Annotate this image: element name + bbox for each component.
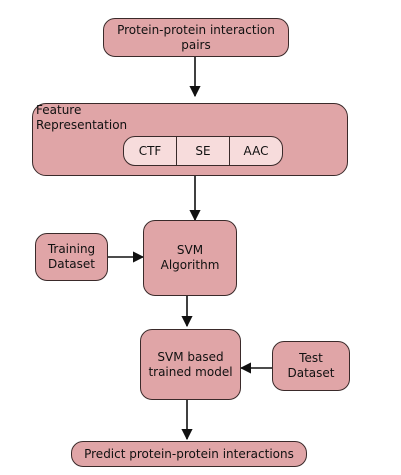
feature-types-row: CTF SE AAC [123, 136, 283, 166]
feature-se: SE [177, 137, 230, 165]
training-dataset-node: Training Dataset [35, 233, 108, 281]
feature-representation-label: Feature Representation [36, 103, 128, 132]
svm-trained-model-node: SVM based trained model [140, 329, 241, 400]
feature-ctf: CTF [124, 137, 177, 165]
svm-algorithm-node: SVM Algorithm [143, 220, 237, 296]
test-dataset-node: Test Dataset [272, 341, 350, 391]
ppi-pairs-node: Protein-protein interaction pairs [103, 18, 289, 57]
predict-node: Predict protein-protein interactions [71, 441, 307, 467]
feature-aac: AAC [243, 144, 269, 158]
